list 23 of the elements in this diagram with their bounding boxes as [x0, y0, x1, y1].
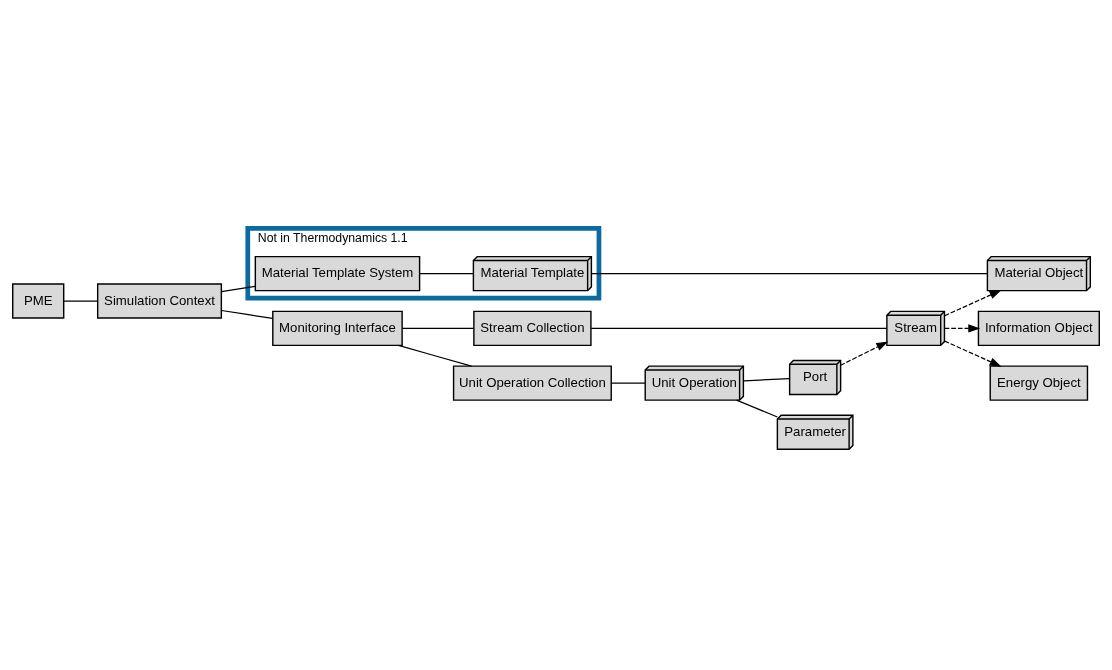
- connector: [63, 300, 99, 302]
- connector: [220, 309, 274, 320]
- connector: [401, 327, 475, 329]
- connector: [610, 382, 646, 384]
- node-box: Stream Collection: [473, 310, 592, 347]
- arrow: [840, 341, 889, 366]
- connector: [419, 273, 474, 275]
- connector: [590, 327, 888, 329]
- node-box: Energy Object: [989, 365, 1089, 401]
- node-box: Material Template System: [254, 255, 421, 292]
- connector: [397, 344, 473, 367]
- arrow: [944, 340, 1002, 367]
- connector: [220, 285, 256, 293]
- node-box: Information Object: [977, 310, 1100, 347]
- node-box: Unit Operation Collection: [452, 365, 612, 401]
- node-box: Simulation Context: [97, 283, 223, 319]
- connector: [743, 378, 790, 382]
- arrow: [944, 290, 1002, 317]
- node-box: Monitoring Interface: [272, 310, 403, 347]
- node-box: PME: [12, 283, 65, 319]
- arrow: [944, 324, 981, 333]
- connector: [735, 399, 778, 418]
- connector: [590, 273, 988, 275]
